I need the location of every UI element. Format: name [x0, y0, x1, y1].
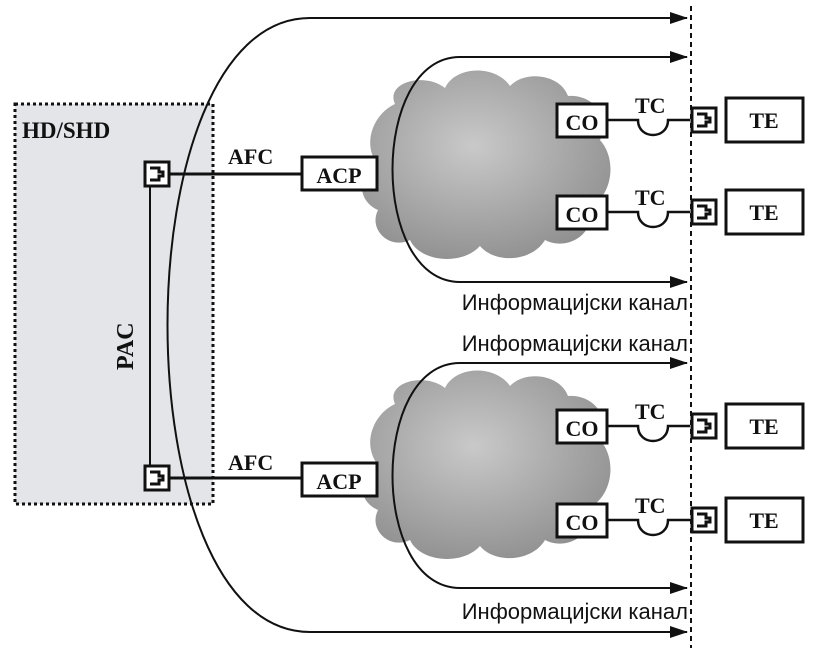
port-icon [690, 198, 718, 226]
port-icon [690, 412, 718, 440]
te-label: TE [749, 508, 778, 533]
network-cloud-top [361, 70, 611, 259]
co-label: CO [566, 510, 599, 535]
afc-label-top: AFC [228, 144, 273, 169]
te-label: TE [749, 414, 778, 439]
tc-link [607, 518, 690, 537]
tc-link [607, 210, 690, 229]
terminal-row-3: CO TC TE [555, 399, 805, 450]
bottom-channel-arrow-lower [670, 582, 688, 594]
te-box [724, 96, 805, 144]
network-cloud-bottom [361, 370, 611, 559]
outer-channel-arrow-top [670, 12, 688, 24]
tc-link [607, 118, 690, 137]
info-channel-label-2: Информацијски канал [462, 331, 688, 356]
tc-label: TC [635, 185, 666, 210]
co-label: CO [566, 202, 599, 227]
outer-information-channel-line [166, 17, 687, 633]
tc-link [607, 424, 690, 443]
acp-box-bottom [300, 461, 379, 498]
te-box [724, 402, 805, 450]
port-icon-bottom [143, 464, 171, 492]
pac-label: PAC [113, 322, 139, 370]
top-channel-arrow-lower [670, 276, 688, 288]
afc-label-bottom: AFC [228, 450, 273, 475]
acp-box-top [300, 155, 379, 192]
info-channel-label-1: Информацијски канал [462, 290, 688, 315]
tc-label: TC [635, 493, 666, 518]
te-box [724, 188, 805, 236]
outer-channel-arrow-bottom [670, 626, 688, 638]
tc-label: TC [635, 399, 666, 424]
hd-shd-region [13, 102, 215, 506]
terminal-row-2: CO TC TE [555, 185, 805, 236]
te-label: TE [749, 108, 778, 133]
info-channel-label-3: Информацијски канал [462, 599, 688, 624]
terminal-row-4: CO TC TE [555, 493, 805, 544]
port-icon [690, 106, 718, 134]
te-box [724, 496, 805, 544]
bottom-information-channel-line [391, 362, 687, 589]
te-label: TE [749, 200, 778, 225]
terminal-row-1: CO TC TE [555, 93, 805, 144]
acp-label-bottom: ACP [316, 469, 361, 494]
co-label: CO [566, 416, 599, 441]
bottom-channel-arrow-upper [670, 357, 688, 369]
port-icon [690, 506, 718, 534]
co-label: CO [566, 110, 599, 135]
hd-shd-label: HD/SHD [22, 118, 110, 143]
top-information-channel-line [391, 56, 687, 283]
tc-label: TC [635, 93, 666, 118]
top-channel-arrow-upper [670, 51, 688, 63]
acp-label-top: ACP [316, 163, 361, 188]
port-icon-top [143, 160, 171, 188]
